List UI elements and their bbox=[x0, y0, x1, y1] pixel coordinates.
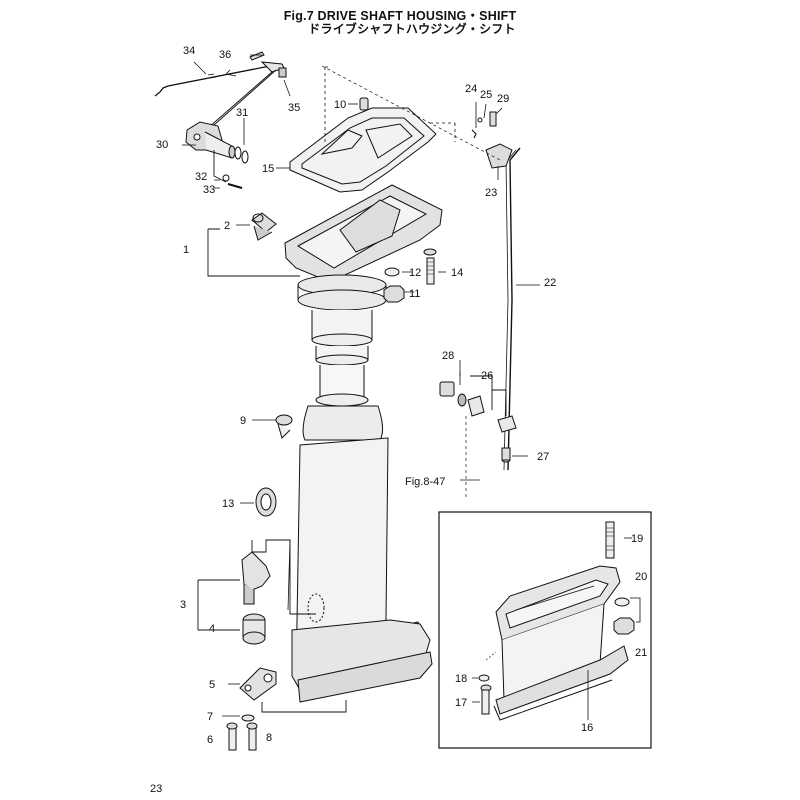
pin-part-35 bbox=[278, 67, 287, 78]
connector-part-23 bbox=[485, 143, 513, 169]
label-part-32: 32 bbox=[195, 171, 207, 183]
label-part-7: 7 bbox=[207, 711, 213, 723]
label-part-11: 11 bbox=[409, 288, 420, 300]
label-part-15: 15 bbox=[262, 163, 274, 175]
label-part-26: 26 bbox=[481, 370, 493, 382]
shift-lever-part-30 bbox=[185, 121, 236, 183]
washer-part-32 bbox=[222, 174, 230, 182]
label-part-4: 4 bbox=[209, 623, 215, 635]
drive-shaft-housing-part-1 bbox=[284, 184, 443, 703]
washer-part-12 bbox=[384, 267, 400, 277]
bolt-part-8 bbox=[246, 722, 258, 751]
label-part-1: 1 bbox=[183, 244, 189, 256]
label-part-23: 23 bbox=[485, 187, 497, 199]
shift-arm-part-3 bbox=[241, 551, 271, 605]
bolt-part-17 bbox=[480, 684, 492, 715]
washer-part-20 bbox=[614, 597, 630, 607]
label-part-13: 13 bbox=[222, 498, 234, 510]
stud-bolt-part-19 bbox=[605, 521, 615, 559]
label-part-16: 16 bbox=[581, 722, 593, 734]
label-part-31: 31 bbox=[236, 107, 248, 119]
grommet-part-13 bbox=[255, 487, 277, 517]
label-part-6: 6 bbox=[207, 734, 213, 746]
bolt-part-28 bbox=[439, 381, 467, 407]
inset-detail-box bbox=[438, 511, 652, 749]
washer-part-18 bbox=[478, 674, 490, 682]
clamp-part-26 bbox=[467, 395, 517, 433]
figure-title-japanese: ドライブシャフトハウジング・シフト bbox=[308, 22, 516, 36]
label-part-17: 17 bbox=[455, 697, 467, 709]
bolt-part-14 bbox=[423, 248, 437, 285]
label-part-34: 34 bbox=[183, 45, 195, 57]
label-part-10: 10 bbox=[334, 99, 346, 111]
pin-part-33 bbox=[227, 183, 243, 189]
rod-end-part-27 bbox=[501, 447, 511, 461]
mount-part-16 bbox=[493, 565, 629, 721]
linkage-arm bbox=[207, 69, 277, 129]
label-part-19: 19 bbox=[631, 533, 643, 545]
label-part-9: 9 bbox=[240, 415, 246, 427]
label-part-25: 25 bbox=[480, 89, 492, 101]
label-part-28: 28 bbox=[442, 350, 454, 362]
part-number-labels: 1 2 3 4 5 6 7 8 9 10 11 12 13 14 15 16 1… bbox=[156, 45, 647, 746]
label-part-12: 12 bbox=[409, 267, 421, 279]
label-part-22: 22 bbox=[544, 277, 556, 289]
cross-reference-label: Fig.8-47 bbox=[405, 476, 445, 488]
label-part-5: 5 bbox=[209, 679, 215, 691]
label-part-21: 21 bbox=[635, 647, 647, 659]
nut-part-11 bbox=[383, 285, 405, 303]
page-number: 23 bbox=[150, 783, 163, 795]
figure-title: Fig.7 DRIVE SHAFT HOUSING・SHIFT bbox=[283, 9, 517, 23]
label-part-8: 8 bbox=[266, 732, 272, 744]
label-part-2: 2 bbox=[224, 220, 230, 232]
label-part-14: 14 bbox=[451, 267, 463, 279]
label-part-35: 35 bbox=[288, 102, 300, 114]
bolt-part-29 bbox=[489, 111, 497, 127]
clip-part-36 bbox=[249, 51, 265, 61]
bushing-part-4 bbox=[242, 613, 266, 645]
label-part-3: 3 bbox=[180, 599, 186, 611]
o-rings-part-31 bbox=[234, 146, 249, 164]
label-part-27: 27 bbox=[537, 451, 549, 463]
label-part-30: 30 bbox=[156, 139, 168, 151]
pin-part-10 bbox=[359, 97, 369, 111]
washer-part-7 bbox=[241, 714, 255, 722]
bushing-part-2 bbox=[251, 212, 277, 241]
label-part-20: 20 bbox=[635, 571, 647, 583]
bolt-part-6 bbox=[226, 722, 238, 751]
grommet-part-9 bbox=[275, 414, 293, 439]
label-part-18: 18 bbox=[455, 673, 467, 685]
gasket-part-15 bbox=[289, 107, 437, 193]
label-part-26-29: 29 bbox=[497, 93, 509, 105]
label-part-33: 33 bbox=[203, 184, 215, 196]
label-part-24: 24 bbox=[465, 83, 477, 95]
label-part-36: 36 bbox=[219, 49, 231, 61]
washer-part-25 bbox=[477, 117, 483, 123]
nut-part-21 bbox=[613, 617, 635, 635]
plate-part-5 bbox=[239, 667, 277, 701]
screw-part-24 bbox=[471, 129, 477, 139]
